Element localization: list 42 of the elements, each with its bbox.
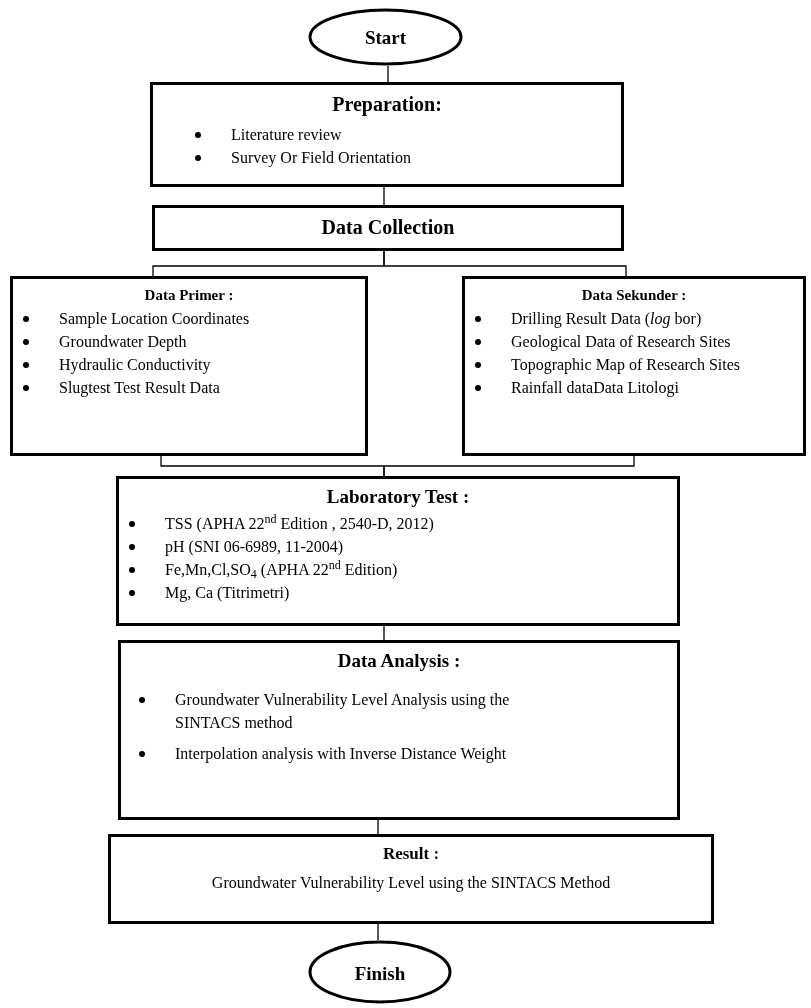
list-item: pH (SNI 06-6989, 11-2004) (165, 536, 344, 558)
node-heading: Result : (382, 844, 440, 863)
list-item: Hydraulic Conductivity (59, 355, 211, 376)
process-box (116, 476, 680, 626)
node-heading: Preparation: (332, 93, 442, 115)
list-item: Groundwater Vulnerability Level Analysis using the SINTACS method (175, 689, 511, 733)
list-item: Topographic Map of Research Sites (511, 355, 741, 376)
process-box (10, 276, 368, 456)
connector-line (383, 455, 635, 477)
node-heading: Laboratory Test : (326, 486, 470, 507)
list-item: Interpolation analysis with Inverse Distance Weight (175, 743, 507, 765)
list-item: Sample Location Coordinates (59, 309, 250, 330)
list-item: Geological Data of Research Sites (511, 332, 731, 353)
node-heading: Finish (354, 963, 406, 984)
node-heading: Data Sekunder : (581, 287, 687, 303)
list-item: Literature review (231, 125, 342, 145)
list-item: Groundwater Depth (59, 332, 187, 353)
list-item: Drilling Result Data (log bor) (511, 309, 702, 330)
connector-line (387, 65, 389, 83)
node-heading: Data Primer : (144, 287, 234, 303)
process-box (462, 276, 806, 456)
list-item: Survey Or Field Orientation (231, 148, 411, 169)
list-item: Slugtest Test Result Data (59, 378, 220, 399)
connector-line (383, 250, 627, 277)
list-item: Mg, Ca (Titrimetri) (165, 582, 290, 604)
terminal-oval (308, 8, 463, 66)
process-box (152, 205, 624, 251)
process-box (118, 640, 680, 820)
list-item: TSS (APHA 22$^{nd}$ Edition , 2540-D, 2012) (165, 511, 434, 535)
node-heading: Start (364, 27, 407, 48)
node-heading: Data Analysis : (337, 650, 461, 671)
list-item: Fe,Mn,Cl,SO$_{4}$ (APHA 22$^{nd}$ Edition) (165, 557, 398, 581)
node-heading: Data Collection (321, 216, 455, 238)
connector-line (383, 186, 385, 206)
list-item: Rainfall dataData Litologi (511, 378, 679, 399)
connector-line (377, 819, 379, 835)
process-box (108, 834, 714, 924)
process-box (150, 82, 624, 187)
connector-line (383, 625, 385, 641)
body-text: Groundwater Vulnerability Level using the SINTACS Method (211, 873, 611, 891)
terminal-oval (308, 940, 452, 1004)
connector-line (377, 923, 379, 941)
